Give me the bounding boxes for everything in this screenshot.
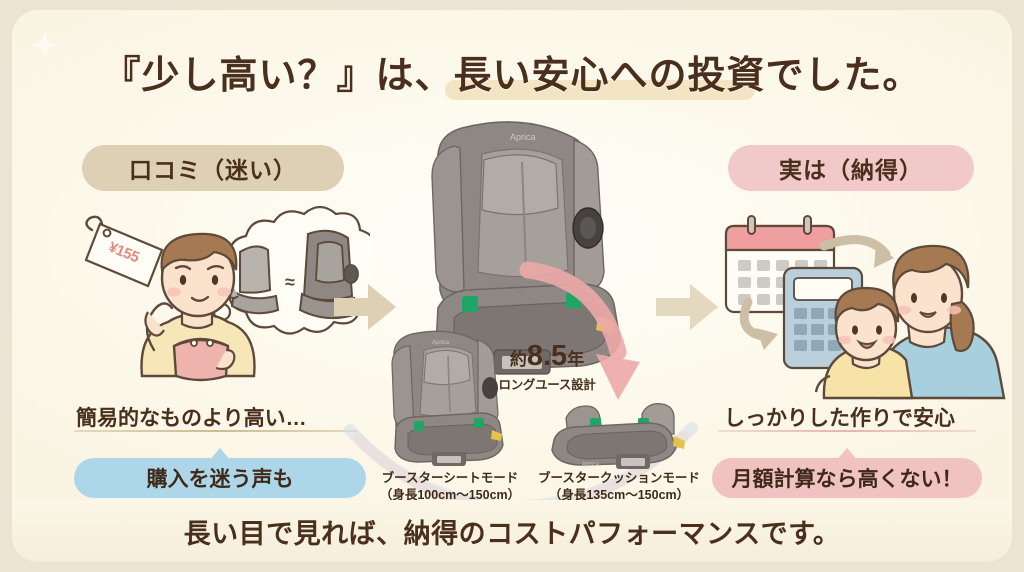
- footer-text: 長い目で見れば、納得のコストパフォーマンスです。: [183, 518, 841, 549]
- illustration-family-value: [712, 202, 1012, 400]
- arrow-left-to-center-icon: [334, 282, 396, 337]
- title-highlight-bar: [445, 80, 755, 100]
- left-note: 簡易的なものより高い…: [76, 407, 307, 430]
- left-note-underline: [74, 430, 358, 432]
- left-caption-pill: 購入を迷う声も: [74, 448, 366, 498]
- arrow-center-to-right-icon: [656, 282, 718, 337]
- brand-mark-main: Aprica: [510, 132, 536, 142]
- right-note-underline: [718, 430, 976, 432]
- mode-label-booster-seat: ブースターシートモード （身長100cm〜150cm）: [360, 470, 540, 504]
- product-stage: Aprica: [342, 110, 702, 514]
- section-header-reviews: 口コミ（迷い）: [82, 145, 344, 191]
- right-caption-label: 月額計算なら高くない！: [731, 468, 963, 491]
- years-suffix: 年: [567, 350, 585, 369]
- right-caption-notch: [836, 448, 858, 461]
- product-booster-seat-mode: Aprica: [370, 328, 520, 468]
- mode-label-booster-seat-name: ブースターシートモード: [381, 471, 519, 485]
- illustration-worried-shopper: ≈: [70, 200, 384, 400]
- section-header-reality: 実は（納得）: [728, 145, 974, 191]
- price-tag: [84, 215, 164, 288]
- svg-text:Aprica: Aprica: [432, 340, 450, 346]
- page-title-row: 『少し高い？』は、長い安心への投資でした。: [12, 44, 1012, 100]
- long-use-years-callout: 約8.5年 ロングユース設計: [482, 342, 612, 393]
- right-caption-pill: 月額計算なら高くない！: [712, 448, 982, 498]
- page-title: 『少し高い？』は、長い安心への投資でした。: [102, 55, 922, 97]
- footer-banner: 長い目で見れば、納得のコストパフォーマンスです。: [12, 500, 1012, 562]
- person-figure: [140, 232, 256, 382]
- mode-label-booster-cushion: ブースタークッションモード （身長135cm〜150cm）: [524, 470, 714, 504]
- left-caption-label: 購入を迷う声も: [146, 468, 294, 491]
- arrow-calendar-to-calculator-icon: [739, 297, 778, 350]
- years-number: 8.5: [526, 340, 568, 372]
- mode-label-booster-cushion-range: （身長135cm〜150cm）: [548, 487, 690, 502]
- arrow-mode-transform-icon: [512, 260, 662, 410]
- figure-mother: [878, 244, 1006, 400]
- right-note: しっかりした作りで安心: [724, 407, 955, 430]
- figure-child: [814, 286, 914, 400]
- mode-label-booster-seat-range: （身長100cm〜150cm）: [379, 487, 521, 502]
- mode-label-booster-cushion-name: ブースタークッションモード: [538, 471, 700, 485]
- section-header-reality-label: 実は（納得）: [779, 157, 923, 183]
- left-caption-notch: [209, 448, 231, 461]
- years-prefix: 約: [509, 350, 527, 369]
- compare-symbol: ≈: [285, 272, 295, 292]
- product-booster-cushion-mode: Aprica: [538, 402, 688, 476]
- long-use-sub-label: ロングユース設計: [498, 378, 596, 392]
- svg-text:Aprica: Aprica: [582, 462, 600, 468]
- bubble-seat-highback: [298, 229, 359, 320]
- infographic-card: 『少し高い？』は、長い安心への投資でした。 口コミ（迷い） 実は（納得） ≈: [12, 10, 1012, 562]
- arrow-calendar-to-family-icon: [819, 235, 894, 268]
- section-header-reviews-label: 口コミ（迷い）: [129, 157, 297, 183]
